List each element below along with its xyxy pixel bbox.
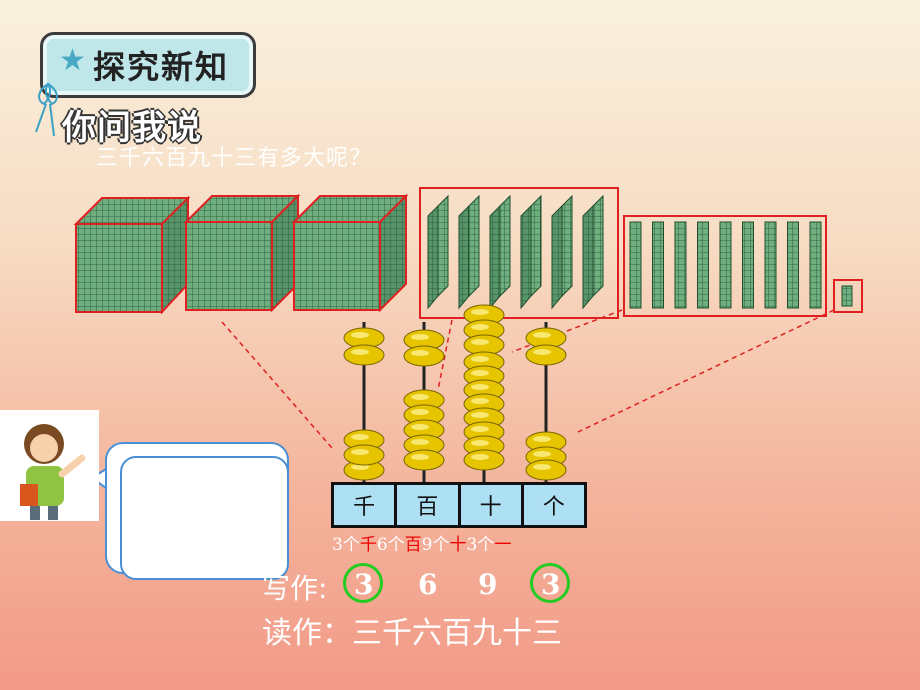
hundreds-group-box: [419, 187, 619, 319]
write-digit-hundreds: 6: [418, 568, 438, 601]
abacus-bead: [403, 404, 445, 426]
ones-group-box: [833, 279, 863, 313]
thousand-cube: [291, 193, 409, 313]
write-digit-tens: 9: [478, 568, 498, 601]
hundred-flat: [582, 194, 604, 310]
abacus-bead: [463, 449, 505, 471]
circle-highlight: [530, 563, 570, 603]
ten-rod: [764, 221, 777, 309]
abacus: [343, 304, 567, 482]
ten-rod: [719, 221, 732, 309]
hundred-flat: [458, 194, 480, 310]
hundred-flat: [427, 194, 449, 310]
speech-bubble: [120, 456, 289, 580]
write-digit-thousands: 3: [354, 568, 374, 601]
section-badge: ★ 探究新知: [40, 32, 256, 98]
star-icon: ★: [59, 43, 86, 78]
question-text: 三千六百九十三有多大呢？: [96, 146, 373, 171]
thousand-cube: [183, 193, 301, 313]
abacus-bead: [525, 344, 567, 366]
abacus-bead: [403, 434, 445, 456]
place-tens: 十: [460, 485, 521, 525]
ten-rod: [652, 221, 664, 309]
circle-highlight: [343, 563, 383, 603]
abacus-bead: [403, 419, 445, 441]
place-hundreds: 百: [397, 485, 458, 525]
hundred-flat: [489, 194, 511, 310]
abacus-bead: [403, 329, 445, 351]
write-label: 写作:: [262, 572, 328, 605]
ten-rod: [742, 221, 754, 309]
teacher-illustration: [0, 410, 99, 521]
abacus-bead: [403, 345, 445, 367]
abacus-bead: [343, 429, 385, 451]
tens-group-box: [623, 215, 827, 317]
abacus-bead: [525, 459, 567, 481]
ten-rod: [809, 221, 822, 309]
read-line: 读作：三千六百九十三: [262, 616, 562, 651]
place-ones: 个: [523, 485, 584, 525]
abacus-bead: [525, 431, 567, 453]
abacus-bead: [343, 459, 385, 481]
place-thousands: 千: [334, 485, 395, 525]
place-value-table: 千 百 十 个: [331, 482, 587, 528]
hundred-flat: [551, 194, 573, 310]
ten-rod: [629, 221, 642, 309]
thousand-cube: [73, 195, 191, 315]
abacus-bead: [463, 319, 505, 341]
abacus-bead: [463, 334, 505, 356]
write-digit-ones: 3: [541, 568, 561, 601]
unit-cube: [841, 285, 853, 307]
units-line: 3个千6个百9个十3个一: [332, 535, 512, 555]
ten-rod: [674, 221, 687, 309]
ten-rod: [787, 221, 799, 309]
ribbon-bow-icon: [35, 82, 58, 137]
badge-label: 探究新知: [93, 48, 230, 86]
abacus-bead: [343, 344, 385, 366]
abacus-bead: [343, 444, 385, 466]
abacus-bead: [403, 449, 445, 471]
section-title: 你问我说: [62, 108, 202, 148]
hundred-flat: [520, 194, 542, 310]
ten-rod: [697, 221, 709, 309]
